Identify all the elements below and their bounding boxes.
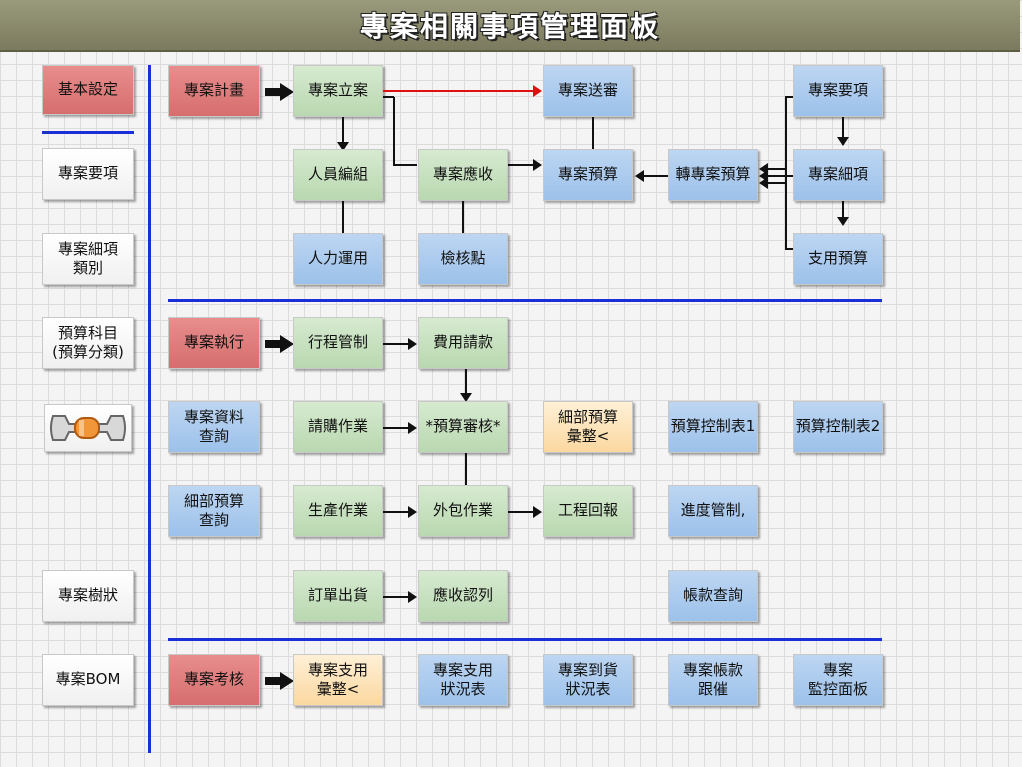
- arrow-right-icon: [408, 506, 417, 518]
- project-budget-button[interactable]: 專案預算: [543, 149, 633, 201]
- fat-arrow-icon: [265, 83, 295, 101]
- sidebar-project-items-button[interactable]: 專案要項: [42, 148, 134, 200]
- connector: [342, 201, 344, 233]
- project-execute-button[interactable]: 專案執行: [168, 317, 260, 369]
- receivable-list-button[interactable]: 應收認列: [418, 570, 508, 622]
- project-data-query-button[interactable]: 專案資料 查詢: [168, 401, 260, 453]
- tool-button[interactable]: [44, 404, 132, 452]
- connector: [393, 164, 417, 166]
- connector: [383, 511, 409, 513]
- connector: [842, 117, 844, 145]
- sidebar-project-detail-category-button[interactable]: 專案細項 類別: [42, 233, 134, 285]
- page-title: 專案相關事項管理面板: [359, 10, 660, 43]
- budget-control-2-button[interactable]: 預算控制表2: [793, 401, 883, 453]
- planning-project-items-button[interactable]: 專案要項: [793, 65, 883, 117]
- schedule-control-button[interactable]: 行程管制: [293, 317, 383, 369]
- arrow-right-icon: [408, 338, 417, 350]
- connector: [785, 96, 793, 98]
- budget-control-1-button[interactable]: 預算控制表1: [668, 401, 758, 453]
- arrow-left-icon: [759, 177, 768, 189]
- budget-review-button[interactable]: *預算審核*: [418, 401, 508, 453]
- wrench-icon: [50, 415, 126, 441]
- arrow-down-icon: [837, 217, 849, 226]
- red-arrow-head-icon: [533, 85, 542, 97]
- account-followup-button[interactable]: 專案帳款 跟催: [668, 654, 758, 706]
- outsourcing-button[interactable]: 外包作業: [418, 485, 508, 537]
- monitor-panel-button[interactable]: 專案 監控面板: [793, 654, 883, 706]
- sidebar-divider: [42, 131, 134, 134]
- arrow-left-icon: [759, 170, 768, 182]
- arrow-down-icon: [460, 393, 472, 402]
- expense-request-button[interactable]: 費用請款: [418, 317, 508, 369]
- connector: [785, 97, 787, 249]
- connector: [592, 117, 594, 149]
- connector: [383, 596, 409, 598]
- arrow-right-icon: [533, 159, 542, 171]
- expense-summary-button[interactable]: 專案支用 彙整<: [293, 654, 383, 706]
- progress-control-button[interactable]: 進度管制,: [668, 485, 758, 537]
- project-receivable-button[interactable]: 專案應收: [418, 149, 508, 201]
- sidebar-project-tree-button[interactable]: 專案樹狀: [42, 570, 134, 622]
- fat-arrow-icon: [265, 335, 295, 353]
- fat-arrow-icon: [265, 672, 295, 690]
- vertical-divider: [148, 65, 151, 753]
- connector: [643, 175, 668, 177]
- project-plan-button[interactable]: 專案計畫: [168, 65, 260, 117]
- project-assess-button[interactable]: 專案考核: [168, 654, 260, 706]
- purchase-request-button[interactable]: 請購作業: [293, 401, 383, 453]
- title-bar: 專案相關事項管理面板: [0, 0, 1020, 52]
- detail-budget-summary-button[interactable]: 細部預算 彙整<: [543, 401, 633, 453]
- arrow-right-icon: [408, 591, 417, 603]
- connector: [465, 369, 467, 395]
- red-arrow-line: [383, 90, 533, 92]
- staffing-button[interactable]: 人員編組: [293, 149, 383, 201]
- production-button[interactable]: 生產作業: [293, 485, 383, 537]
- arrow-down-icon: [837, 137, 849, 146]
- connector: [842, 201, 844, 219]
- manpower-button[interactable]: 人力運用: [293, 233, 383, 285]
- project-setup-button[interactable]: 專案立案: [293, 65, 383, 117]
- connector: [767, 175, 793, 177]
- connector: [383, 343, 409, 345]
- sidebar-project-bom-button[interactable]: 專案BOM: [42, 654, 134, 706]
- connector: [766, 168, 785, 170]
- connector: [383, 96, 394, 98]
- connector: [785, 248, 793, 250]
- arrow-down-icon: [337, 142, 349, 151]
- section-divider-1: [168, 299, 882, 302]
- arrival-status-button[interactable]: 專案到貨 狀況表: [543, 654, 633, 706]
- connector: [465, 453, 467, 485]
- basic-settings-button[interactable]: 基本設定: [42, 65, 134, 115]
- checkpoint-button[interactable]: 檢核點: [418, 233, 508, 285]
- connector: [383, 427, 409, 429]
- connector: [342, 117, 344, 145]
- detail-budget-query-button[interactable]: 細部預算 查詢: [168, 485, 260, 537]
- arrow-left-icon: [759, 163, 768, 175]
- account-query-button[interactable]: 帳款查詢: [668, 570, 758, 622]
- arrow-right-icon: [533, 506, 542, 518]
- project-submit-button[interactable]: 專案送審: [543, 65, 633, 117]
- expense-status-button[interactable]: 專案支用 狀況表: [418, 654, 508, 706]
- project-detail-button[interactable]: 專案細項: [793, 149, 883, 201]
- section-divider-2: [168, 638, 882, 641]
- connector: [766, 182, 785, 184]
- connector: [393, 97, 395, 165]
- connector: [508, 511, 534, 513]
- connector: [462, 201, 464, 233]
- arrow-right-icon: [408, 422, 417, 434]
- transfer-budget-button[interactable]: 轉專案預算: [668, 149, 758, 201]
- engineering-report-button[interactable]: 工程回報: [543, 485, 633, 537]
- connector: [507, 164, 535, 166]
- arrow-left-icon: [635, 170, 644, 182]
- order-shipping-button[interactable]: 訂單出貨: [293, 570, 383, 622]
- expense-budget-button[interactable]: 支用預算: [793, 233, 883, 285]
- sidebar-budget-subject-button[interactable]: 預算科目 (預算分類): [42, 317, 134, 369]
